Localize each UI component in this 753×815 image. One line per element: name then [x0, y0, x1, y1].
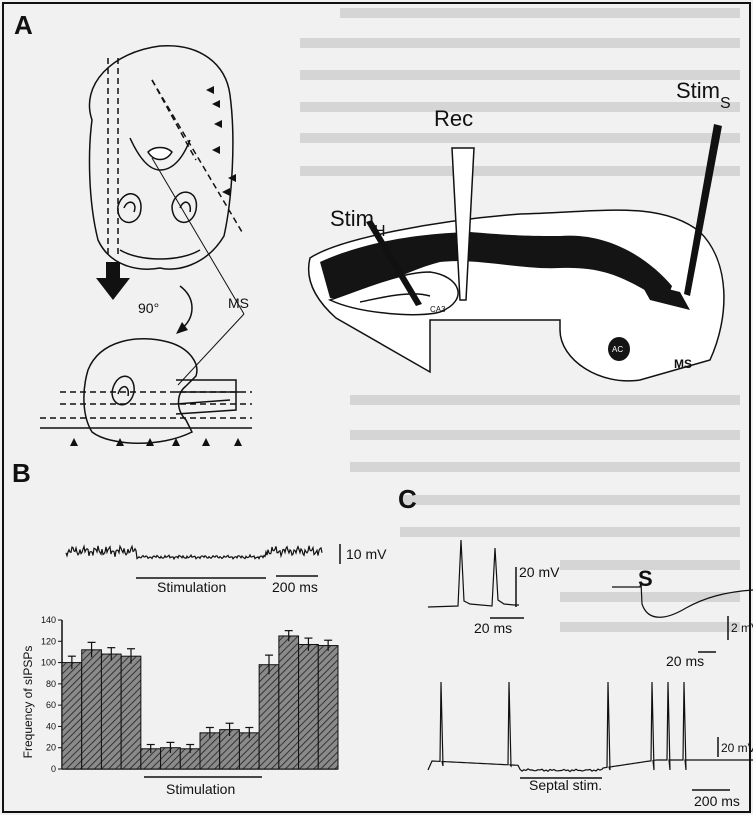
ca3-label: CA3	[430, 305, 446, 314]
trace-c-septal-stimulation	[428, 682, 753, 772]
chart-bar	[279, 636, 299, 769]
chart-y-axis-label: Frequency of sIPSPs	[21, 646, 35, 759]
trace-c1-time-label: 20 ms	[474, 620, 512, 636]
trace-c-action-potentials	[428, 540, 519, 607]
chart-y-tick-label: 100	[41, 658, 56, 668]
trace-c2-time-label: 20 ms	[666, 653, 704, 669]
rotation-arrow-icon	[96, 262, 192, 334]
septal-stim-label: Septal stim.	[529, 777, 602, 793]
chart-stim-label: Stimulation	[166, 781, 235, 797]
hippocampal-septal-slice	[309, 210, 724, 381]
trace-c2-scale-label: 2 mV	[731, 621, 753, 635]
chart-bar	[62, 663, 82, 769]
sipsp-bar-chart: 0 20 40 60 80 100 120 140	[41, 615, 338, 774]
panel-label-c: C	[398, 484, 417, 514]
ms-slice-label: MS	[674, 357, 692, 371]
chart-y-tick-label: 20	[46, 743, 56, 753]
chart-bar	[82, 650, 102, 769]
trace-c3-time-label: 200 ms	[694, 793, 740, 809]
trace-c1-scale-label: 20 mV	[519, 564, 560, 580]
membrane-trace-b	[66, 546, 322, 559]
trace-b-stim-label: Stimulation	[157, 579, 226, 595]
chart-bar	[299, 644, 319, 769]
chart-bar	[259, 665, 279, 769]
panel-label-b: B	[12, 458, 31, 488]
chart-y-tick-label: 60	[46, 700, 56, 710]
trace-b-scale-label: 10 mV	[346, 546, 387, 562]
panel-label-a: A	[14, 10, 33, 40]
stim-h-label: StimH	[330, 206, 386, 240]
brain-sagittal-drawing	[40, 339, 252, 443]
brain-coronal-drawing	[89, 46, 242, 269]
chart-y-tick-label: 40	[46, 721, 56, 731]
trace-c3-scale-label: 20 mV	[721, 741, 753, 755]
rec-label: Rec	[434, 106, 473, 131]
chart-y-tick-label: 140	[41, 615, 56, 625]
chart-bar	[200, 733, 220, 769]
chart-bar	[239, 733, 259, 769]
ac-label: AC	[612, 345, 623, 354]
rotation-angle-label: 90°	[138, 300, 159, 316]
chart-bar	[318, 646, 338, 769]
chart-y-tick-label: 80	[46, 679, 56, 689]
chart-y-tick-label: 120	[41, 636, 56, 646]
chart-y-tick-label: 0	[51, 764, 56, 774]
trace-b-time-label: 200 ms	[272, 579, 318, 595]
chart-bar	[121, 656, 141, 769]
chart-bar	[101, 654, 121, 769]
ms-pointer-label: MS	[228, 295, 249, 311]
